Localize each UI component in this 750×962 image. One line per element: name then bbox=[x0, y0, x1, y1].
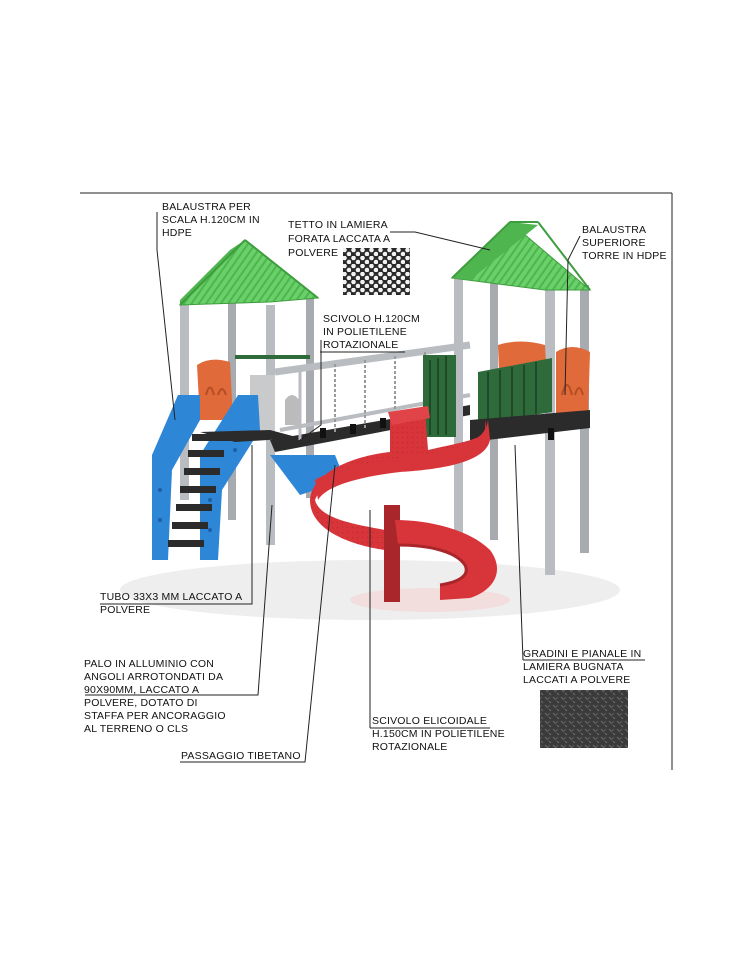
green-fence-left bbox=[423, 355, 456, 437]
left-orange-panel bbox=[197, 359, 233, 420]
label-balaustra-scala: BALAUSTRA PER SCALA H.120CM IN HDPE bbox=[162, 201, 263, 239]
right-orange-balustrade bbox=[556, 347, 590, 418]
label-scivolo-elicoidale: SCIVOLO ELICOIDALE H.150CM IN POLIETILEN… bbox=[372, 715, 508, 753]
perforated-metal-swatch-icon bbox=[343, 248, 410, 295]
label-palo: PALO IN ALLUMINIO CON ANGOLI ARROTONDATI… bbox=[84, 658, 229, 735]
right-deck bbox=[470, 410, 590, 442]
green-fence-right bbox=[478, 358, 552, 424]
label-gradini: GRADINI E PIANALE IN LAMIERA BUGNATA LAC… bbox=[523, 648, 645, 686]
label-balaustra-torre: BALAUSTRA SUPERIORE TORRE IN HDPE bbox=[582, 224, 667, 262]
leader-lines bbox=[85, 212, 645, 763]
spiral-slide bbox=[310, 406, 498, 602]
label-scivolo-120: SCIVOLO H.120CM IN POLIETILENE ROTAZIONA… bbox=[323, 313, 423, 351]
left-deck bbox=[200, 430, 300, 442]
label-passaggio: PASSAGGIO TIBETANO bbox=[181, 750, 301, 762]
label-tubo: TUBO 33X3 MM LACCATO A POLVERE bbox=[100, 591, 245, 616]
right-tower bbox=[423, 221, 592, 575]
checker-plate-swatch-icon bbox=[540, 690, 628, 748]
label-tetto: TETTO IN LAMIERA FORATA LACCATA A POLVER… bbox=[288, 219, 393, 259]
slide-shadow bbox=[350, 588, 510, 612]
